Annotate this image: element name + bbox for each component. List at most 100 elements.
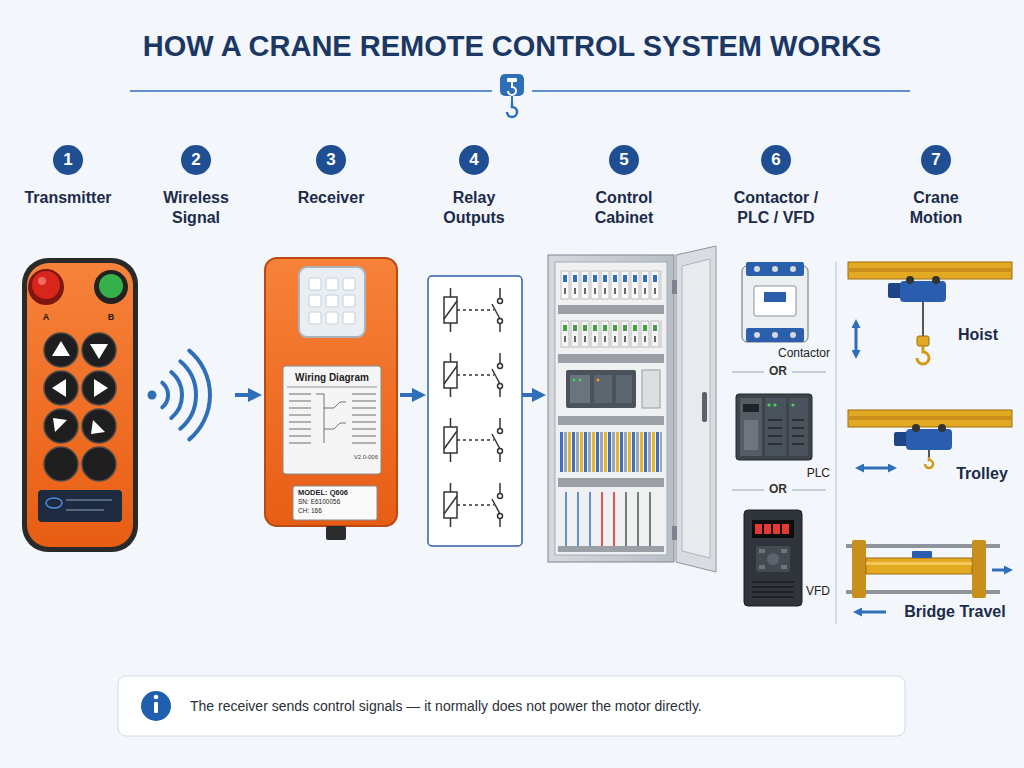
hook-icon [500, 74, 524, 117]
transmitter-illustration [91, 420, 105, 434]
control-cabinet-illustration [642, 370, 660, 408]
contactor-illustration [772, 332, 778, 338]
control-cabinet-illustration [566, 370, 636, 408]
transmitter-illustration [46, 498, 62, 508]
transmitter-illustration [22, 258, 138, 552]
flow-arrow [400, 393, 412, 397]
step-heading: Contactor / PLC / VFD [726, 188, 826, 228]
step-column: 5Control Cabinet [546, 140, 718, 620]
control-cabinet-illustration [558, 546, 664, 552]
relay-symbol [444, 496, 457, 514]
receiver-illustration [326, 278, 338, 290]
contactor-illustration [790, 266, 796, 272]
relay-symbol [450, 323, 452, 332]
trolley-illustration [925, 457, 933, 468]
relay-symbol [450, 453, 452, 462]
transmitter-illustration [82, 447, 116, 481]
item-label: VFD [738, 584, 830, 598]
plc-illustration [789, 398, 808, 456]
receiver-illustration [289, 394, 311, 443]
title-rule [130, 90, 492, 92]
caption-box [118, 676, 905, 736]
step-number: 6 [761, 145, 791, 175]
receiver-illustration [352, 394, 376, 443]
control-cabinet-illustration [570, 375, 590, 403]
relay-symbol [499, 519, 501, 528]
hoist-illustration [922, 302, 924, 338]
hook-icon [511, 96, 513, 103]
plc-illustration [791, 403, 794, 406]
trolley-illustration [912, 424, 920, 432]
divider-line [836, 262, 837, 624]
control-cabinet-illustration [558, 478, 664, 487]
control-cabinet-illustration [560, 432, 662, 472]
bridge-illustration [866, 558, 972, 574]
transmitter-illustration [28, 269, 64, 305]
relay-symbol [444, 353, 503, 397]
transmitter-illustration [52, 341, 70, 356]
control-cabinet-illustration [579, 379, 582, 382]
step-heading: Wireless Signal [159, 188, 233, 228]
bridge-illustration [866, 562, 972, 565]
relay-outputs-panel [428, 276, 522, 546]
relay-symbol [444, 297, 457, 323]
plc-illustration [767, 403, 770, 406]
relay-symbol [499, 389, 501, 398]
hoist-illustration [917, 346, 929, 364]
or-rule [792, 490, 826, 491]
or-label: OR [763, 364, 793, 378]
transmitter-illustration [66, 499, 112, 500]
hoist-illustration [906, 276, 914, 284]
item-label: Contactor [732, 346, 830, 360]
control-cabinet-illustration [597, 379, 600, 382]
vfd-illustration [744, 510, 802, 606]
receiver-illustration [326, 526, 346, 540]
transmitter-illustration [38, 277, 46, 285]
wireless-waves [180, 361, 196, 428]
receiver-illustration [309, 278, 321, 290]
transmitter-illustration [44, 447, 78, 481]
step-column: 1Transmitter [14, 140, 142, 620]
transmitter-illustration [53, 418, 67, 432]
relay-symbol [450, 288, 452, 297]
bridge-illustration [992, 569, 1004, 572]
hook-icon [507, 103, 517, 117]
relay-symbol [444, 301, 457, 319]
relay-symbol [498, 429, 503, 434]
transmitter-illustration [99, 274, 123, 298]
caption-box [118, 676, 905, 736]
diagram-title: HOW A CRANE REMOTE CONTROL SYSTEM WORKS [0, 28, 1024, 64]
receiver-illustration [343, 278, 355, 290]
control-cabinet-illustration [558, 354, 664, 363]
control-cabinet-illustration [626, 492, 650, 546]
step-heading: Transmitter [15, 188, 121, 208]
control-cabinet-illustration [555, 262, 667, 555]
step-heading: Crane Motion [894, 188, 978, 228]
divider-line [836, 262, 837, 624]
receiver-illustration [326, 295, 338, 307]
model-label: MODEL: Q606 [298, 488, 374, 497]
relay-symbol [492, 499, 500, 514]
receiver-illustration [265, 258, 397, 526]
relay-symbol [444, 288, 503, 332]
button-label: A [36, 312, 56, 323]
bridge-illustration [846, 590, 1000, 594]
transmitter-illustration [32, 271, 60, 299]
transmitter-illustration [66, 509, 104, 510]
vfd-illustration [744, 510, 802, 606]
receiver-illustration [309, 278, 355, 324]
receiver-illustration [283, 366, 381, 474]
info-icon [154, 702, 158, 713]
hook-icon [508, 82, 516, 95]
transmitter-illustration [22, 258, 138, 552]
relay-symbol [457, 374, 494, 376]
contactor-illustration [742, 266, 808, 342]
vfd-illustration [767, 553, 779, 565]
plc-illustration [740, 398, 762, 456]
version-label: V2.0-006 [340, 454, 378, 461]
info-icon [154, 695, 159, 700]
relay-symbol [450, 483, 452, 492]
hoist-illustration [900, 281, 946, 302]
hoist-illustration [855, 328, 858, 350]
